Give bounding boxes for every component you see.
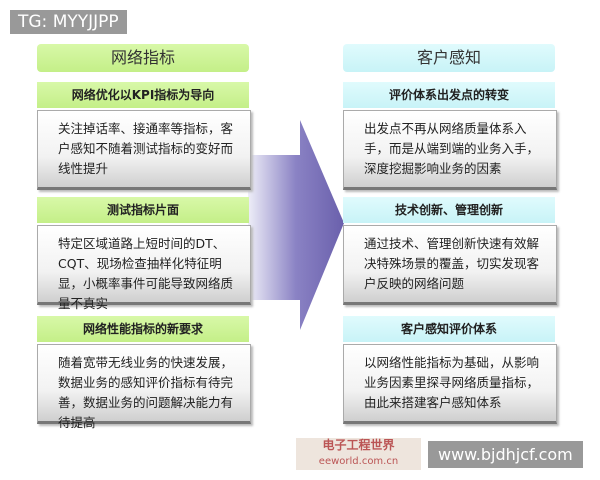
left-column-title: 网络指标 bbox=[37, 44, 249, 72]
arrow-right-icon bbox=[248, 120, 344, 330]
right-section-body: 出发点不再从网络质量体系入手，而是从端到端的业务入手，深度挖掘影响业务的因素 bbox=[343, 110, 557, 190]
left-section-header: 网络性能指标的新要求 bbox=[37, 316, 249, 342]
watermark-top: TG: MYYJJPP bbox=[10, 10, 127, 34]
watermark-bottom: www.bjdhjcf.com bbox=[428, 441, 583, 468]
left-section-body: 随着宽带无线业务的快速发展，数据业务的感知评价指标有待完善，数据业务的问题解决能… bbox=[37, 344, 251, 430]
left-section-header: 网络优化以KPI指标为导向 bbox=[37, 82, 249, 108]
right-section-body: 以网络性能指标为基础，从影响业务因素里探寻网络质量指标，由此来搭建客户感知体系 bbox=[343, 344, 557, 424]
right-section-header: 技术创新、管理创新 bbox=[343, 197, 555, 223]
left-section-body: 关注掉话率、接通率等指标，客户感知不随着测试指标的变好而线性提升 bbox=[37, 110, 251, 190]
right-section-header: 评价体系出发点的转变 bbox=[343, 82, 555, 108]
right-column-title: 客户感知 bbox=[343, 44, 555, 72]
right-section-header: 客户感知评价体系 bbox=[343, 316, 555, 342]
left-section-body: 特定区域道路上短时间的DT、CQT、现场检查抽样化特征明显，小概率事件可能导致网… bbox=[37, 225, 251, 311]
left-section-header: 测试指标片面 bbox=[37, 197, 249, 223]
right-section-body: 通过技术、管理创新快速有效解决特殊场景的覆盖，切实发现客户反映的网络问题 bbox=[343, 225, 557, 305]
